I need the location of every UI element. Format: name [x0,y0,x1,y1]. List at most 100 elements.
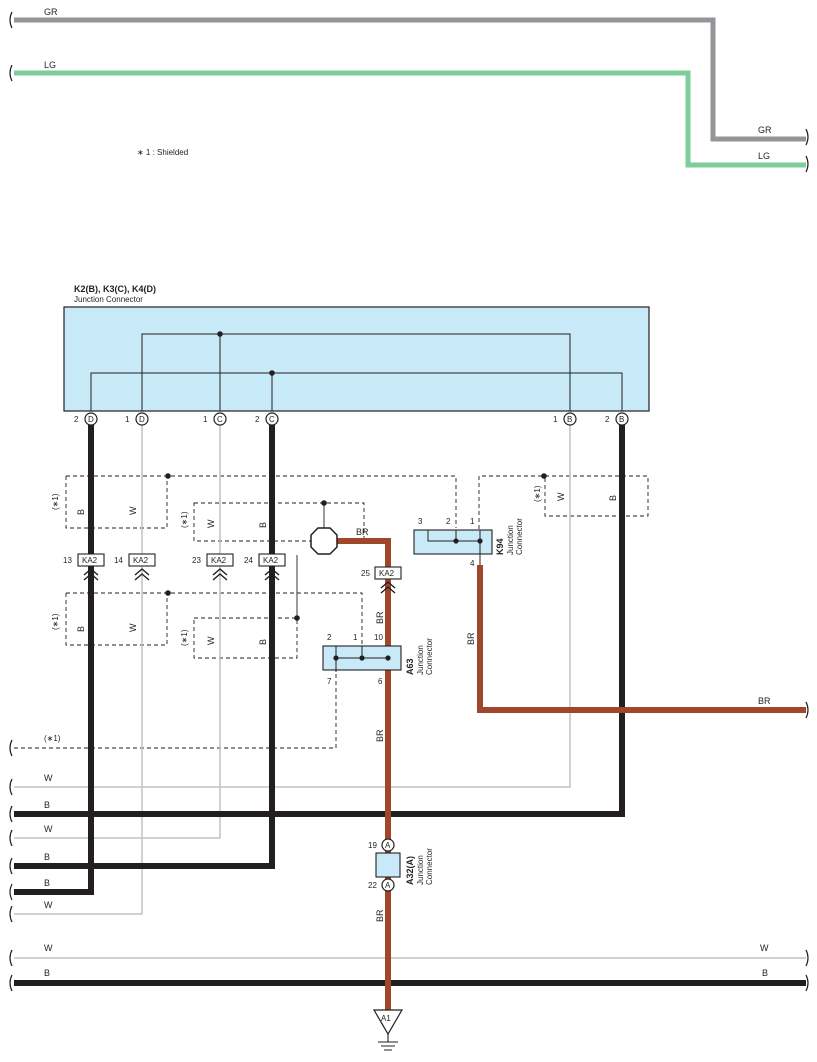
ground-a1: A1 [372,1009,404,1051]
svg-text:KA2: KA2 [379,569,395,578]
shield-boxes [14,475,649,749]
junction-connector-k2: K2(B), K3(C), K4(D) Junction Connector [63,284,650,412]
svg-text:KA2: KA2 [211,556,227,565]
svg-text:KA2: KA2 [133,556,149,565]
shield-dot-2 [541,473,547,479]
svg-text:7: 7 [327,677,332,686]
top-wires: GR LG GR LG [9,7,809,173]
k2-pin-3: C 1 [203,412,227,426]
svg-text:C: C [217,415,223,424]
svg-text:Connector: Connector [425,638,434,675]
break-mark-gr-right [805,128,809,146]
wire-gr [14,17,806,142]
ka2-connectors: KA2 13 KA2 14 KA2 23 KA2 24 KA2 25 [63,553,402,594]
shield-box-mid-left [65,592,363,648]
shield-box-top-left [65,475,457,529]
k2-splice-dot-2 [269,370,275,376]
svg-text:24: 24 [244,556,253,565]
svg-text:10: 10 [374,633,383,642]
label-gr-left: GR [44,7,58,17]
wire-b-2 [14,424,275,869]
svg-text:B: B [258,522,268,528]
shield-label-2: (∗1) [180,511,189,528]
label-lg-left: LG [44,60,56,70]
junction-connector-k94: 3 2 1 4 K94 Junction Connector [413,517,524,568]
shield-dot-4 [294,615,300,621]
svg-text:6: 6 [378,677,383,686]
wire-br-k94 [477,565,806,713]
shield-label-5: (∗1) [180,629,189,646]
k2-pin-4: C 2 [255,412,279,426]
wire-b-3 [14,424,625,817]
k2-pin-5: B 1 [553,412,577,426]
ka2-24: KA2 24 [244,553,286,581]
k2-desc: Junction Connector [74,295,143,304]
brown-wires [337,538,806,1010]
svg-text:B: B [44,852,50,862]
break-mark-lg-left [9,64,13,82]
svg-text:A63: A63 [405,658,415,675]
k2-box [63,306,650,412]
k2-name: K2(B), K3(C), K4(D) [74,284,156,294]
svg-text:Connector: Connector [425,848,434,885]
svg-text:B: B [76,626,86,632]
label-lg-right: LG [758,151,770,161]
ka2-25: KA2 25 [361,566,402,594]
shield-dot-1 [165,473,171,479]
svg-text:BR: BR [375,611,385,624]
svg-text:W: W [44,900,53,910]
svg-text:A: A [385,841,391,850]
svg-text:W: W [44,824,53,834]
svg-text:W: W [128,506,138,515]
svg-text:BR: BR [758,696,771,706]
ground-label: A1 [381,1014,391,1023]
svg-text:2: 2 [446,517,451,526]
wire-w-3 [14,424,571,788]
svg-text:W: W [206,519,216,528]
svg-text:3: 3 [418,517,423,526]
k2-pin-1: D 2 [74,412,98,426]
svg-text:1: 1 [203,415,208,424]
svg-text:Junction: Junction [416,855,425,885]
svg-text:W: W [760,943,769,953]
svg-text:Connector: Connector [515,518,524,555]
svg-text:B: B [567,415,572,424]
ground-icon [378,1034,398,1051]
svg-text:4: 4 [470,559,475,568]
svg-text:B: B [608,495,618,501]
svg-text:25: 25 [361,569,370,578]
svg-text:W: W [556,492,566,501]
shield-box-lower [14,672,337,749]
shield-label-4: (∗1) [51,613,60,630]
svg-text:W: W [44,773,53,783]
svg-text:W: W [44,943,53,953]
svg-text:A32(A): A32(A) [405,856,415,885]
svg-text:1: 1 [353,633,358,642]
svg-text:W: W [128,623,138,632]
ka2-13: KA2 13 [63,553,105,581]
wire-w-1 [14,424,143,915]
svg-text:C: C [269,415,275,424]
svg-text:1: 1 [553,415,558,424]
svg-text:B: B [619,415,624,424]
wire-b-1 [14,424,94,895]
svg-text:2: 2 [255,415,260,424]
svg-text:A: A [385,881,391,890]
legend-shielded: ∗ 1 : Shielded [137,148,188,157]
shield-box-top-mid [193,502,365,542]
break-mark-gr-left [9,11,13,29]
horizontal-wire-labels: W B W B B W W B W B BR [44,696,771,978]
shield-labels: (∗1) (∗1) (∗1) (∗1) (∗1) (∗1) [44,485,542,743]
svg-text:B: B [258,639,268,645]
svg-text:19: 19 [368,841,377,850]
svg-text:B: B [44,800,50,810]
svg-text:BR: BR [375,729,385,742]
svg-text:B: B [44,968,50,978]
vertical-wire-labels: B W W B W B B W W B BR BR BR BR BR [76,492,618,922]
break-marks [9,701,809,992]
svg-text:14: 14 [114,556,123,565]
a32-box [375,852,401,878]
shield-label-3: (∗1) [533,485,542,502]
svg-text:BR: BR [375,909,385,922]
